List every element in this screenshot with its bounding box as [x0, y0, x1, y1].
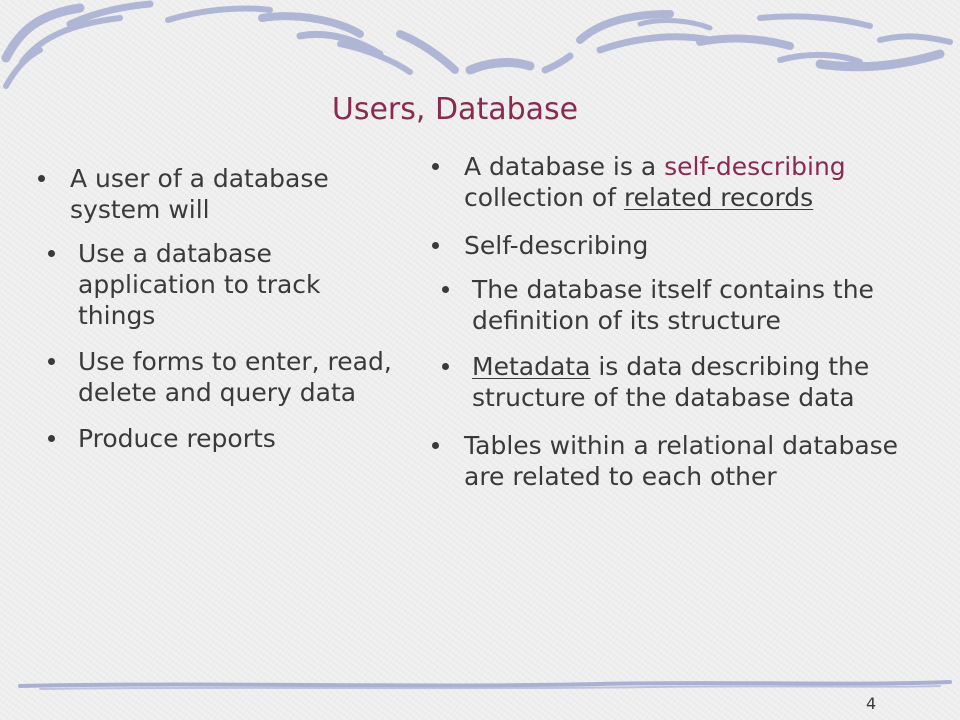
bullet-database-definition: A database is a self-describing collecti… — [432, 151, 922, 213]
bottom-brush-line — [18, 680, 952, 690]
left-column: A user of a database system will Use a d… — [38, 163, 398, 471]
slide-title: Users, Database — [331, 92, 579, 127]
underlined-related-records: related records — [623, 183, 814, 212]
sub-bullet-definition-structure: The database itself contains the definit… — [432, 274, 922, 336]
sub-bullet-forms: Use forms to enter, read, delete and que… — [38, 346, 398, 408]
sub-bullet-list: The database itself contains the definit… — [432, 274, 922, 413]
highlight-self-describing: self-describing — [664, 152, 846, 181]
bullet-self-describing: Self-describing The database itself cont… — [432, 230, 922, 413]
right-column: A database is a self-describing collecti… — [432, 151, 922, 509]
bullet-user-of-database: A user of a database system will Use a d… — [38, 163, 398, 454]
bullet-tables-related: Tables within a relational database are … — [432, 430, 922, 492]
underlined-metadata: Metadata — [472, 352, 591, 381]
sub-bullet-reports: Produce reports — [38, 423, 398, 454]
sub-bullet-track-things: Use a database application to track thin… — [38, 238, 398, 331]
page-number: 4 — [866, 694, 877, 713]
top-brush-decoration — [1, 0, 953, 89]
sub-bullet-list: Use a database application to track thin… — [38, 238, 398, 454]
bullet-text: A user of a database system will — [70, 164, 329, 224]
sub-bullet-metadata: Metadata is data describing the structur… — [432, 351, 922, 413]
